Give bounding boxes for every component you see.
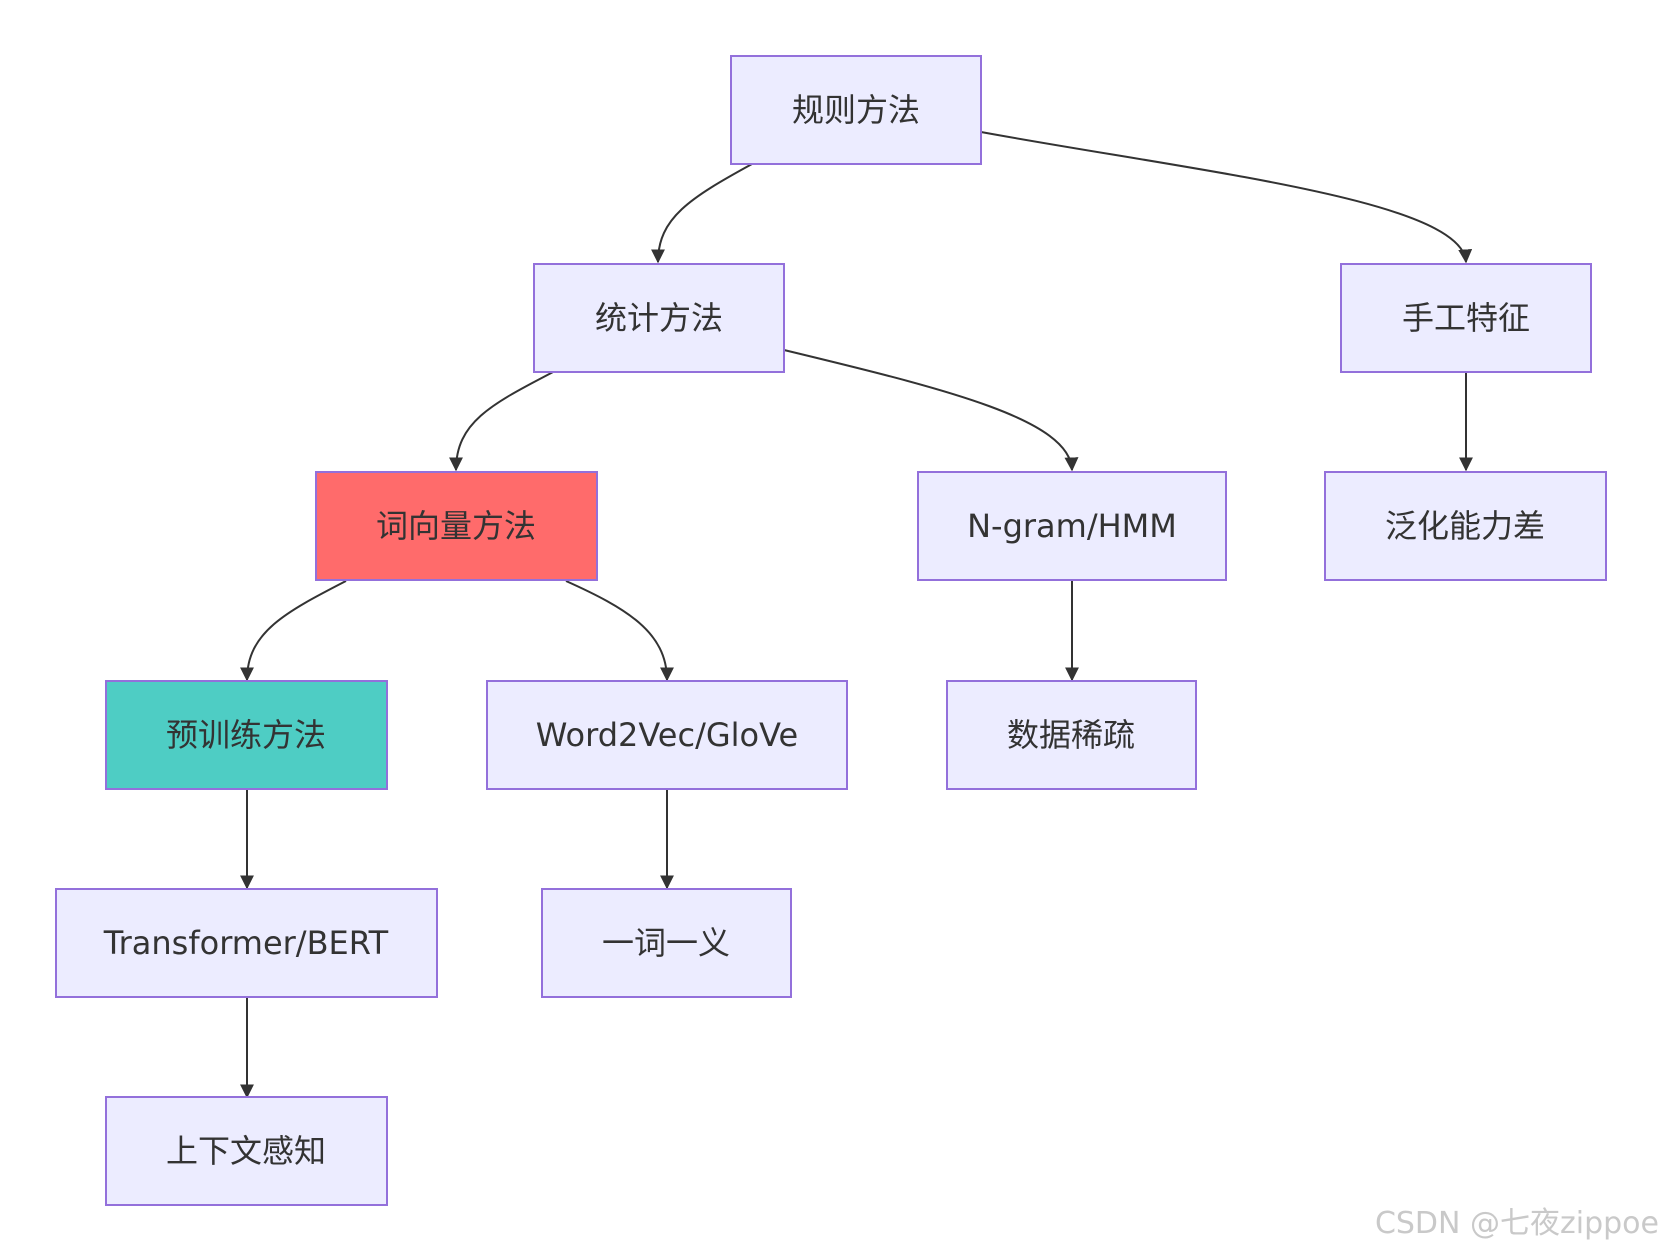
watermark-text: CSDN @七夜zippoe — [1374, 1206, 1659, 1241]
edge-rule-to-manual — [980, 131, 1473, 264]
edge-stat-to-ngram — [783, 349, 1079, 472]
node-statistical-method: 统计方法 — [533, 263, 785, 373]
node-label: Word2Vec/GloVe — [536, 716, 798, 754]
edge-rule-to-stat — [651, 163, 753, 264]
node-label: 统计方法 — [595, 299, 723, 337]
node-ngram-hmm: N-gram/HMM — [917, 471, 1227, 581]
edge-stat-to-wordvec — [449, 371, 554, 472]
node-label: 规则方法 — [792, 91, 920, 129]
node-manual-features: 手工特征 — [1340, 263, 1592, 373]
node-label: 手工特征 — [1402, 299, 1530, 337]
node-poor-generalization: 泛化能力差 — [1324, 471, 1607, 581]
node-label: 一词一义 — [602, 924, 730, 962]
node-pretraining-method: 预训练方法 — [105, 680, 388, 790]
node-one-word-one-meaning: 一词一义 — [541, 888, 792, 998]
edge-wordvec-to-pretrain — [240, 580, 347, 682]
node-context-aware: 上下文感知 — [105, 1096, 388, 1206]
node-label: 泛化能力差 — [1385, 507, 1545, 545]
edge-wordvec-to-w2v — [565, 580, 674, 682]
nodes-layer: 规则方法 统计方法 手工特征 词向量方法 N-gram/HMM 泛化能力差 预训… — [55, 55, 1607, 1206]
edges-layer — [240, 131, 1473, 1099]
node-label: N-gram/HMM — [967, 507, 1177, 545]
node-word2vec-glove: Word2Vec/GloVe — [486, 680, 848, 790]
node-label: Transformer/BERT — [103, 924, 389, 962]
node-label: 预训练方法 — [166, 716, 326, 754]
node-data-sparsity: 数据稀疏 — [946, 680, 1197, 790]
node-transformer-bert: Transformer/BERT — [55, 888, 438, 998]
node-label: 上下文感知 — [166, 1132, 326, 1170]
node-label: 数据稀疏 — [1007, 716, 1135, 754]
node-word-vector-method: 词向量方法 — [315, 471, 598, 581]
node-rule-method: 规则方法 — [730, 55, 982, 165]
node-label: 词向量方法 — [376, 507, 536, 545]
